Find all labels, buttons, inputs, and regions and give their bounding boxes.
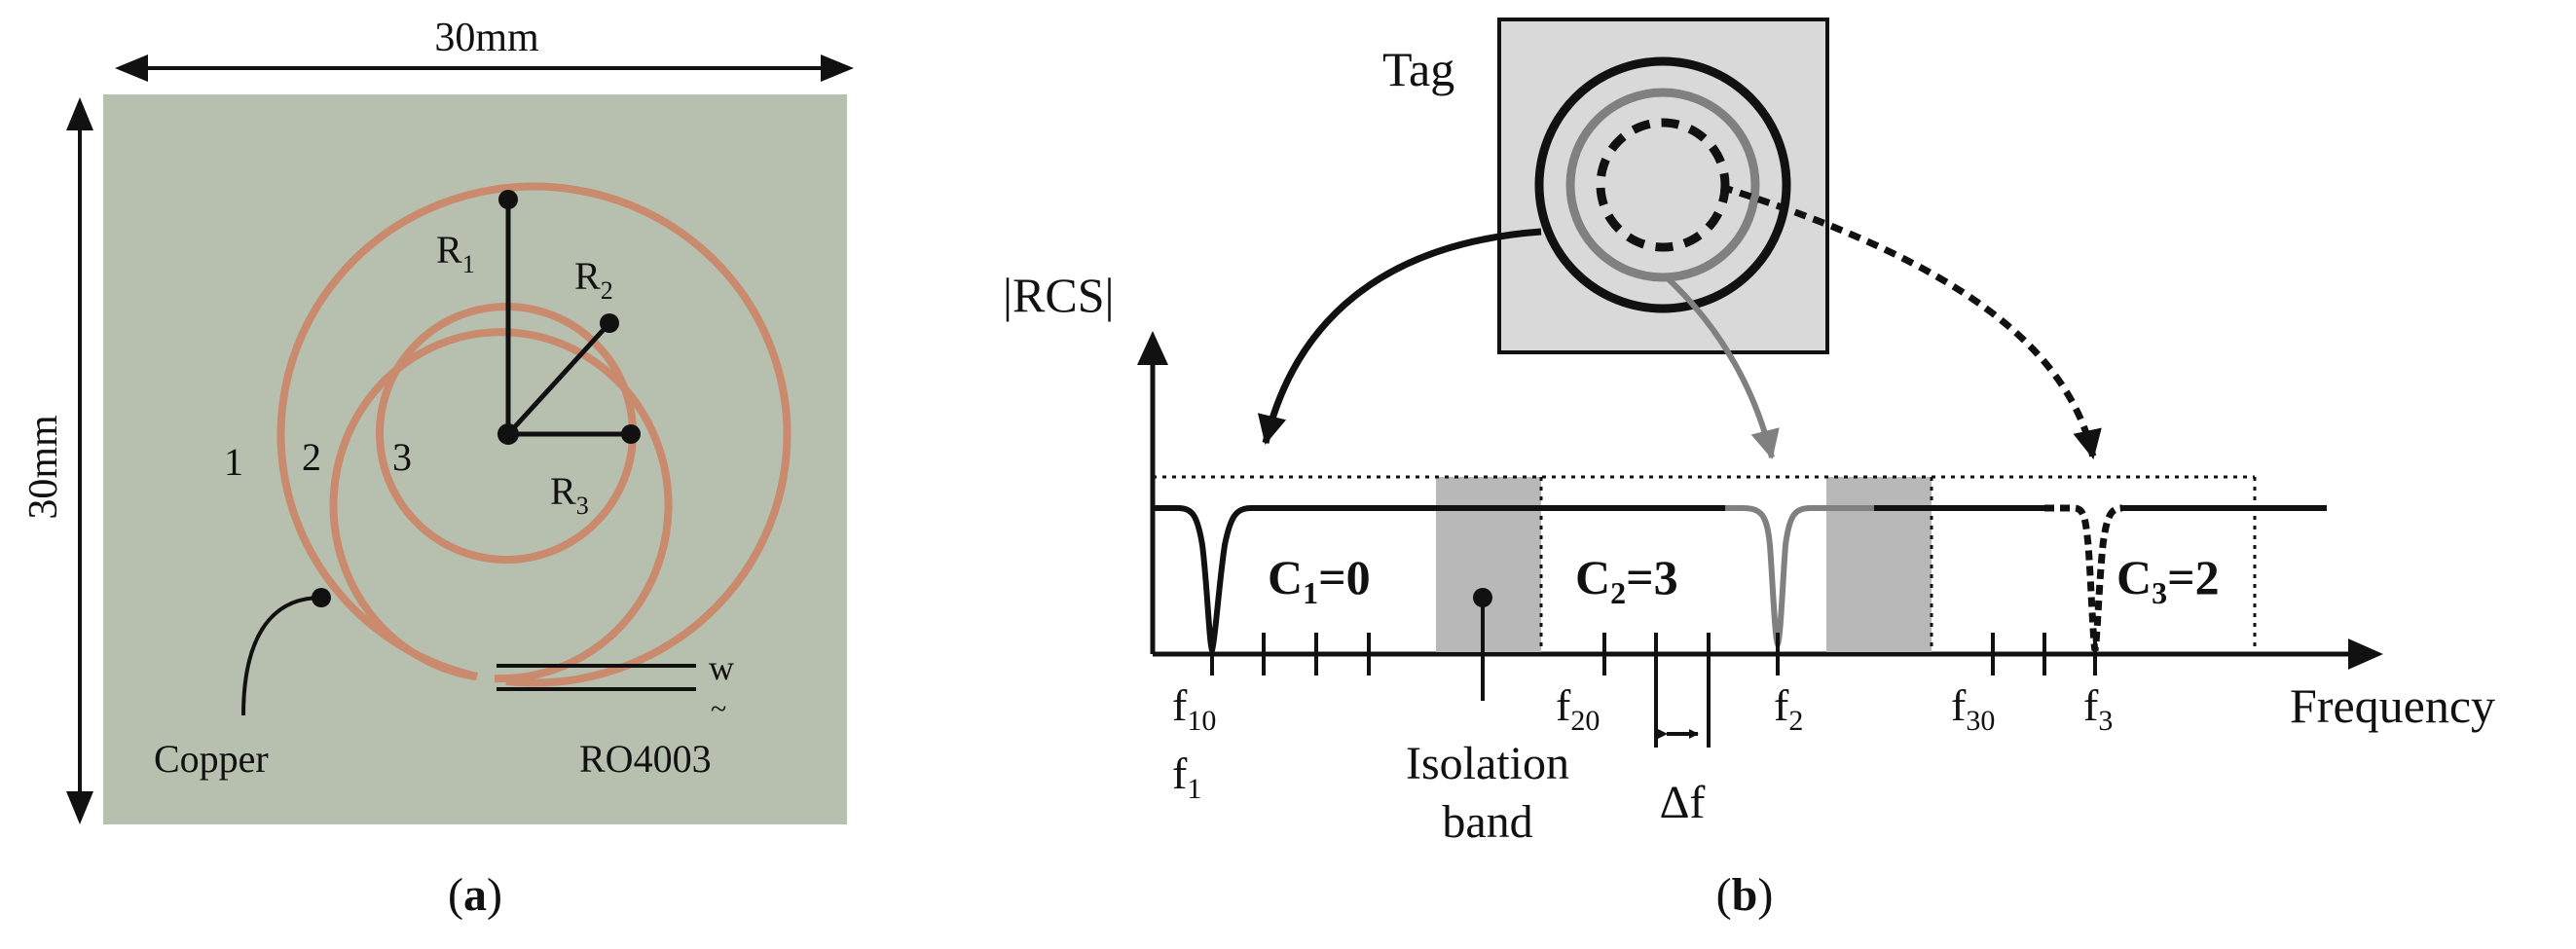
isolation-label-line2: band (1442, 796, 1532, 848)
ring-1 (276, 182, 791, 687)
freq-label-f2: f2 (1774, 680, 1803, 737)
ring-2 (329, 328, 673, 683)
freq-label-f10: f10 (1172, 680, 1216, 737)
panel-a: 30mm 30mm w ~ R1 R2 R3 1 (21, 16, 854, 921)
tag-label: Tag (1382, 42, 1454, 96)
width-arrow-right-head (821, 55, 854, 82)
x-axis-arrowhead (2348, 639, 2383, 670)
height-arrow-top-head (66, 97, 93, 130)
arrow-ring2-to-f2 (1664, 274, 1780, 459)
center-dot (497, 423, 519, 445)
ring-1-label: 1 (224, 440, 243, 484)
width-dimension-label: 30mm (434, 16, 539, 60)
height-arrow-bottom-head (66, 791, 93, 824)
w-tilde: ~ (711, 693, 726, 725)
code-label-c1: C1=0 (1268, 550, 1371, 610)
height-dimension-label: 30mm (21, 415, 66, 520)
r3-label: R3 (550, 469, 589, 520)
arrow-ring3-to-f3 (1719, 183, 2102, 459)
radius-r2 (506, 321, 611, 436)
code-label-c2: C2=3 (1575, 550, 1678, 610)
freq-label-f20: f20 (1556, 680, 1600, 737)
isolation-band-2 (1826, 477, 1932, 652)
freq-label-f3: f3 (2083, 680, 2113, 737)
isolation-band-1 (1436, 477, 1541, 652)
panel-b: Tag |RCS| Frequency (1003, 18, 2495, 921)
r2-end-dot (600, 313, 619, 333)
substrate-board (103, 94, 847, 824)
isolation-label-line1: Isolation (1406, 738, 1569, 789)
arrow-ring1-to-f1 (1257, 228, 1542, 445)
copper-label: Copper (154, 737, 269, 781)
copper-pointer-line (241, 596, 322, 716)
width-arrow-left-head (115, 55, 148, 82)
ring-3-label: 3 (392, 435, 412, 479)
freq-label-f1: f1 (1172, 748, 1201, 805)
y-axis-label: |RCS| (1003, 268, 1115, 322)
r3-end-dot (621, 424, 641, 444)
freq-label-f30: f30 (1951, 680, 1995, 737)
x-axis-label: Frequency (2290, 678, 2495, 733)
r2-label: R2 (574, 254, 613, 305)
tag-middle-ring (1565, 88, 1760, 282)
radius-lines (505, 200, 631, 437)
ring-2-label: 2 (302, 435, 321, 479)
tag-outer-ring (1534, 56, 1791, 313)
caption-a: (a) (448, 869, 502, 921)
caption-b: (b) (1716, 869, 1774, 921)
substrate-label: RO4003 (579, 737, 712, 781)
y-axis-arrowhead (1137, 331, 1168, 365)
r1-label: R1 (436, 228, 475, 278)
w-label: w (709, 648, 734, 687)
code-label-c3: C3=2 (2116, 550, 2220, 610)
r1-end-dot (498, 190, 518, 209)
tag-box (1497, 18, 1829, 354)
delta-f-label: Δf (1660, 777, 1706, 828)
rcs-curve-resonator-3 (2044, 504, 2123, 651)
